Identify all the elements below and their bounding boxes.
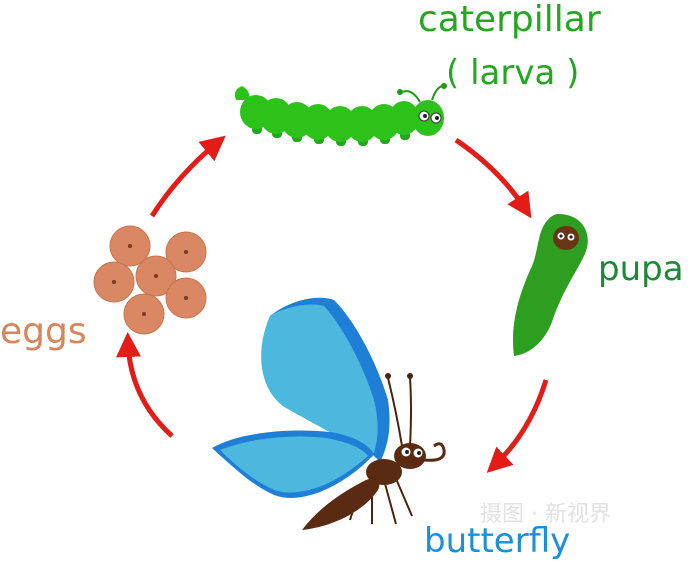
larva-label: ( larva )	[446, 53, 580, 93]
butterfly-hindwing	[220, 436, 368, 493]
egg	[123, 293, 165, 335]
butterfly-label: butterfly	[424, 521, 571, 561]
butterfly-forewing	[261, 304, 378, 458]
egg	[165, 277, 207, 319]
caterpillar-antenna-icon	[431, 85, 443, 101]
eggs-label: eggs	[0, 311, 87, 352]
pupa-label: pupa	[598, 249, 684, 289]
egg	[165, 231, 207, 273]
egg	[109, 225, 151, 267]
caterpillar-body	[234, 86, 419, 142]
pupa-face	[553, 226, 579, 250]
butterfly-proboscis-icon	[423, 442, 446, 462]
butterfly-figure	[212, 297, 446, 530]
egg	[135, 255, 177, 297]
caterpillar-label: caterpillar	[418, 0, 601, 40]
arrow-caterpillar-to-pupa	[454, 137, 532, 219]
arrow-butterfly-to-eggs	[116, 332, 174, 438]
eggs-cluster	[93, 225, 207, 335]
egg	[93, 261, 135, 303]
butterfly-antenna-icon	[387, 377, 403, 447]
butterfly-abdomen	[302, 478, 380, 530]
butterfly-antenna-icon	[409, 377, 412, 447]
butterfly-thorax	[366, 459, 402, 485]
arrow-pupa-to-butterfly	[486, 379, 549, 473]
caterpillar-antenna-icon	[401, 90, 421, 103]
watermark: 摄图 · 新视界	[480, 502, 611, 527]
arrow-eggs-to-caterpillar	[149, 135, 226, 218]
caterpillar-figure	[234, 83, 447, 146]
pupa-figure	[512, 214, 588, 356]
